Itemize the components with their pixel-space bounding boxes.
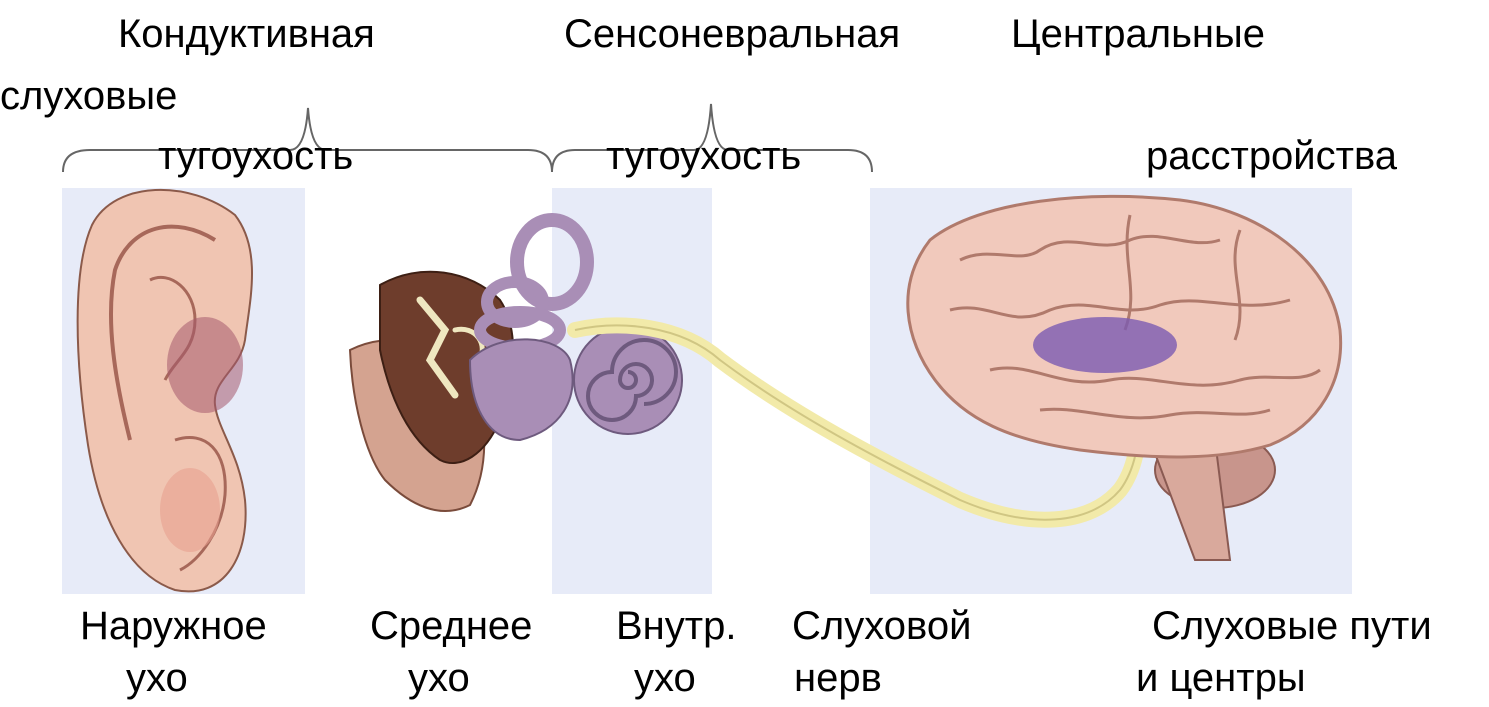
middle-ear-label: Среднее [370,604,532,648]
outer-ear-label: Наружное [80,604,267,648]
auditory-nerve-label: Слуховой [792,604,971,648]
middle-ear-label-2: ухо [408,656,470,700]
conductive-hearing-loss-label: Кондуктивная [118,12,375,56]
sensorineural-hearing-loss-label-2: тугоухость [606,134,801,178]
sensorineural-hearing-loss-label: Сенсоневральная [564,12,900,56]
central-auditory-disorders-label: Центральные [1011,12,1265,56]
auditory-nerve-label-2: нерв [794,656,882,700]
inner-ear-label-2: ухо [634,656,696,700]
outer-ear-label-2: ухо [126,656,188,700]
central-auditory-disorders-label-2: слуховые [0,74,177,118]
auditory-cortex-highlight [1033,317,1177,373]
inner-ear-label: Внутр. [616,604,736,648]
auditory-pathways-label-2: и центры [1136,656,1306,700]
conductive-hearing-loss-label-2: тугоухость [158,134,353,178]
auditory-pathways-label: Слуховые пути [1152,604,1432,648]
central-auditory-disorders-label-3: расстройства [1146,134,1397,178]
outer-ear-illustration [78,190,252,592]
